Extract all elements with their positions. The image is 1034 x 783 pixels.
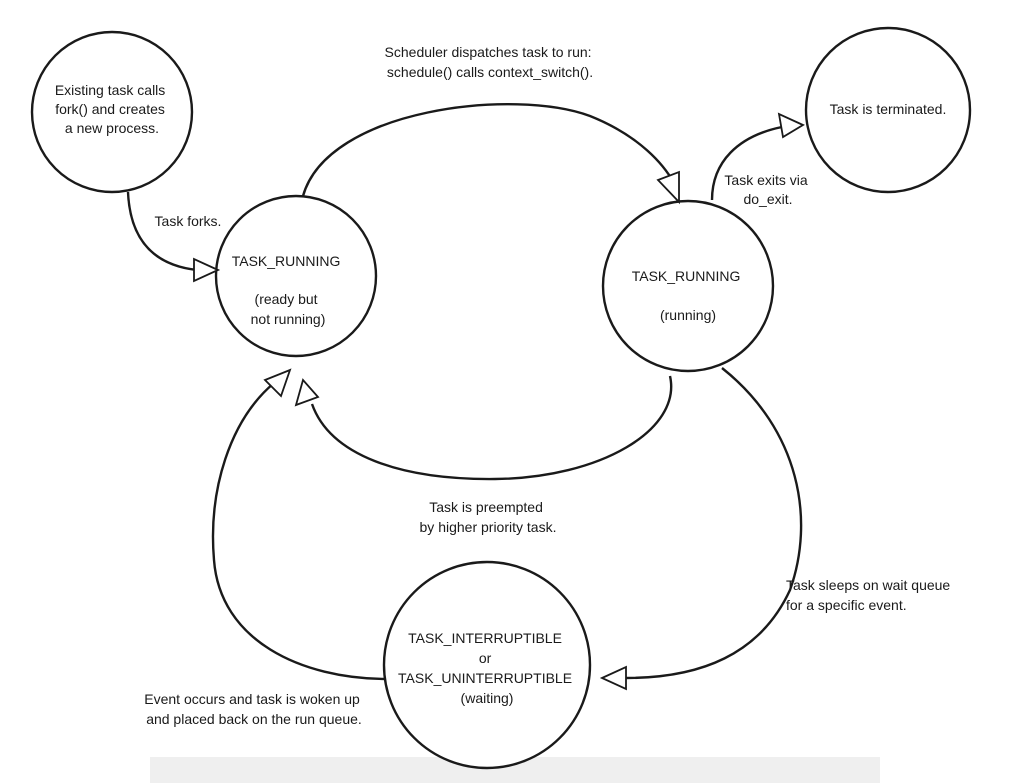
state-terminated-label: Task is terminated.: [830, 101, 947, 117]
state-running-label: TASK_RUNNING (running): [632, 268, 745, 323]
transition-wake-label: Event occurs and task is woken up and pl…: [144, 691, 363, 727]
arrowhead-dispatch: [656, 170, 680, 205]
state-terminated: [804, 26, 972, 194]
state-running: [601, 199, 775, 373]
state-fork-source: [30, 30, 194, 194]
edge-dispatch: [301, 103, 676, 197]
arrowhead-preempt: [294, 378, 320, 407]
transition-dispatch-label: Scheduler dispatches task to run: schedu…: [385, 44, 596, 80]
edge-sleep: [625, 367, 803, 680]
transition-preempt-label: Task is preempted by higher priority tas…: [420, 499, 557, 535]
state-waiting-label: TASK_INTERRUPTIBLE or TASK_UNINTERRUPTIB…: [398, 630, 576, 706]
edge-task-forks: [126, 191, 198, 272]
arrowhead-wake: [263, 368, 292, 398]
edge-exit: [710, 125, 783, 201]
arrowhead-sleep: [599, 665, 627, 691]
edge-preempt: [310, 375, 673, 481]
transition-sleep-label: Task sleeps on wait queue for a specific…: [786, 577, 954, 613]
transition-fork-label: Task forks.: [155, 213, 222, 229]
edge-wake: [211, 382, 389, 681]
state-waiting: [382, 560, 592, 770]
state-ready-label: TASK_RUNNING (ready but not running): [232, 253, 345, 327]
arrowhead-fork: [193, 257, 221, 283]
arrowheads: [193, 112, 805, 691]
transition-exit-label: Task exits via do_exit.: [724, 172, 811, 207]
state-ready: [214, 194, 378, 358]
state-fork-source-label: Existing task calls fork() and creates a…: [55, 82, 169, 136]
arrowhead-exit: [777, 112, 805, 139]
transition-edges: [126, 103, 803, 681]
